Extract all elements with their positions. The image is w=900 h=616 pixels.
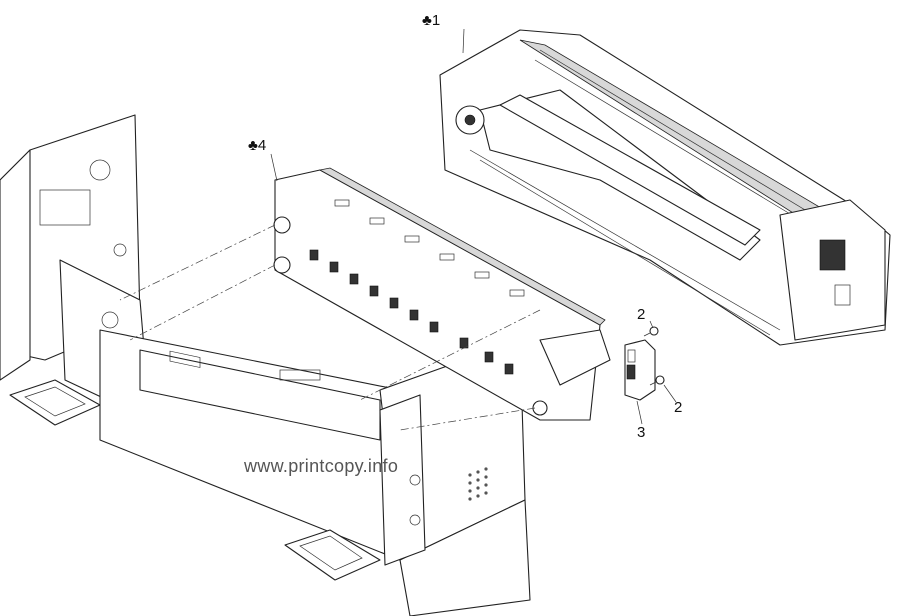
callout-1: ♣1	[422, 12, 441, 29]
main-frame-lower-chassis	[99, 329, 531, 616]
callout-2-upper: 2	[637, 306, 646, 323]
callout-4: ♣4	[248, 137, 267, 154]
callout-3: 3	[637, 424, 646, 441]
part-3-bracket	[624, 339, 656, 401]
part-1-fusing-unit	[439, 29, 891, 346]
part-2-screw	[649, 375, 665, 386]
callout-2-lower: 2	[674, 399, 683, 416]
part-4-duct-assembly	[119, 167, 611, 431]
watermark: www.printcopy.info	[244, 456, 399, 476]
leader-lines	[270, 28, 677, 425]
part-2-screw	[643, 326, 659, 337]
